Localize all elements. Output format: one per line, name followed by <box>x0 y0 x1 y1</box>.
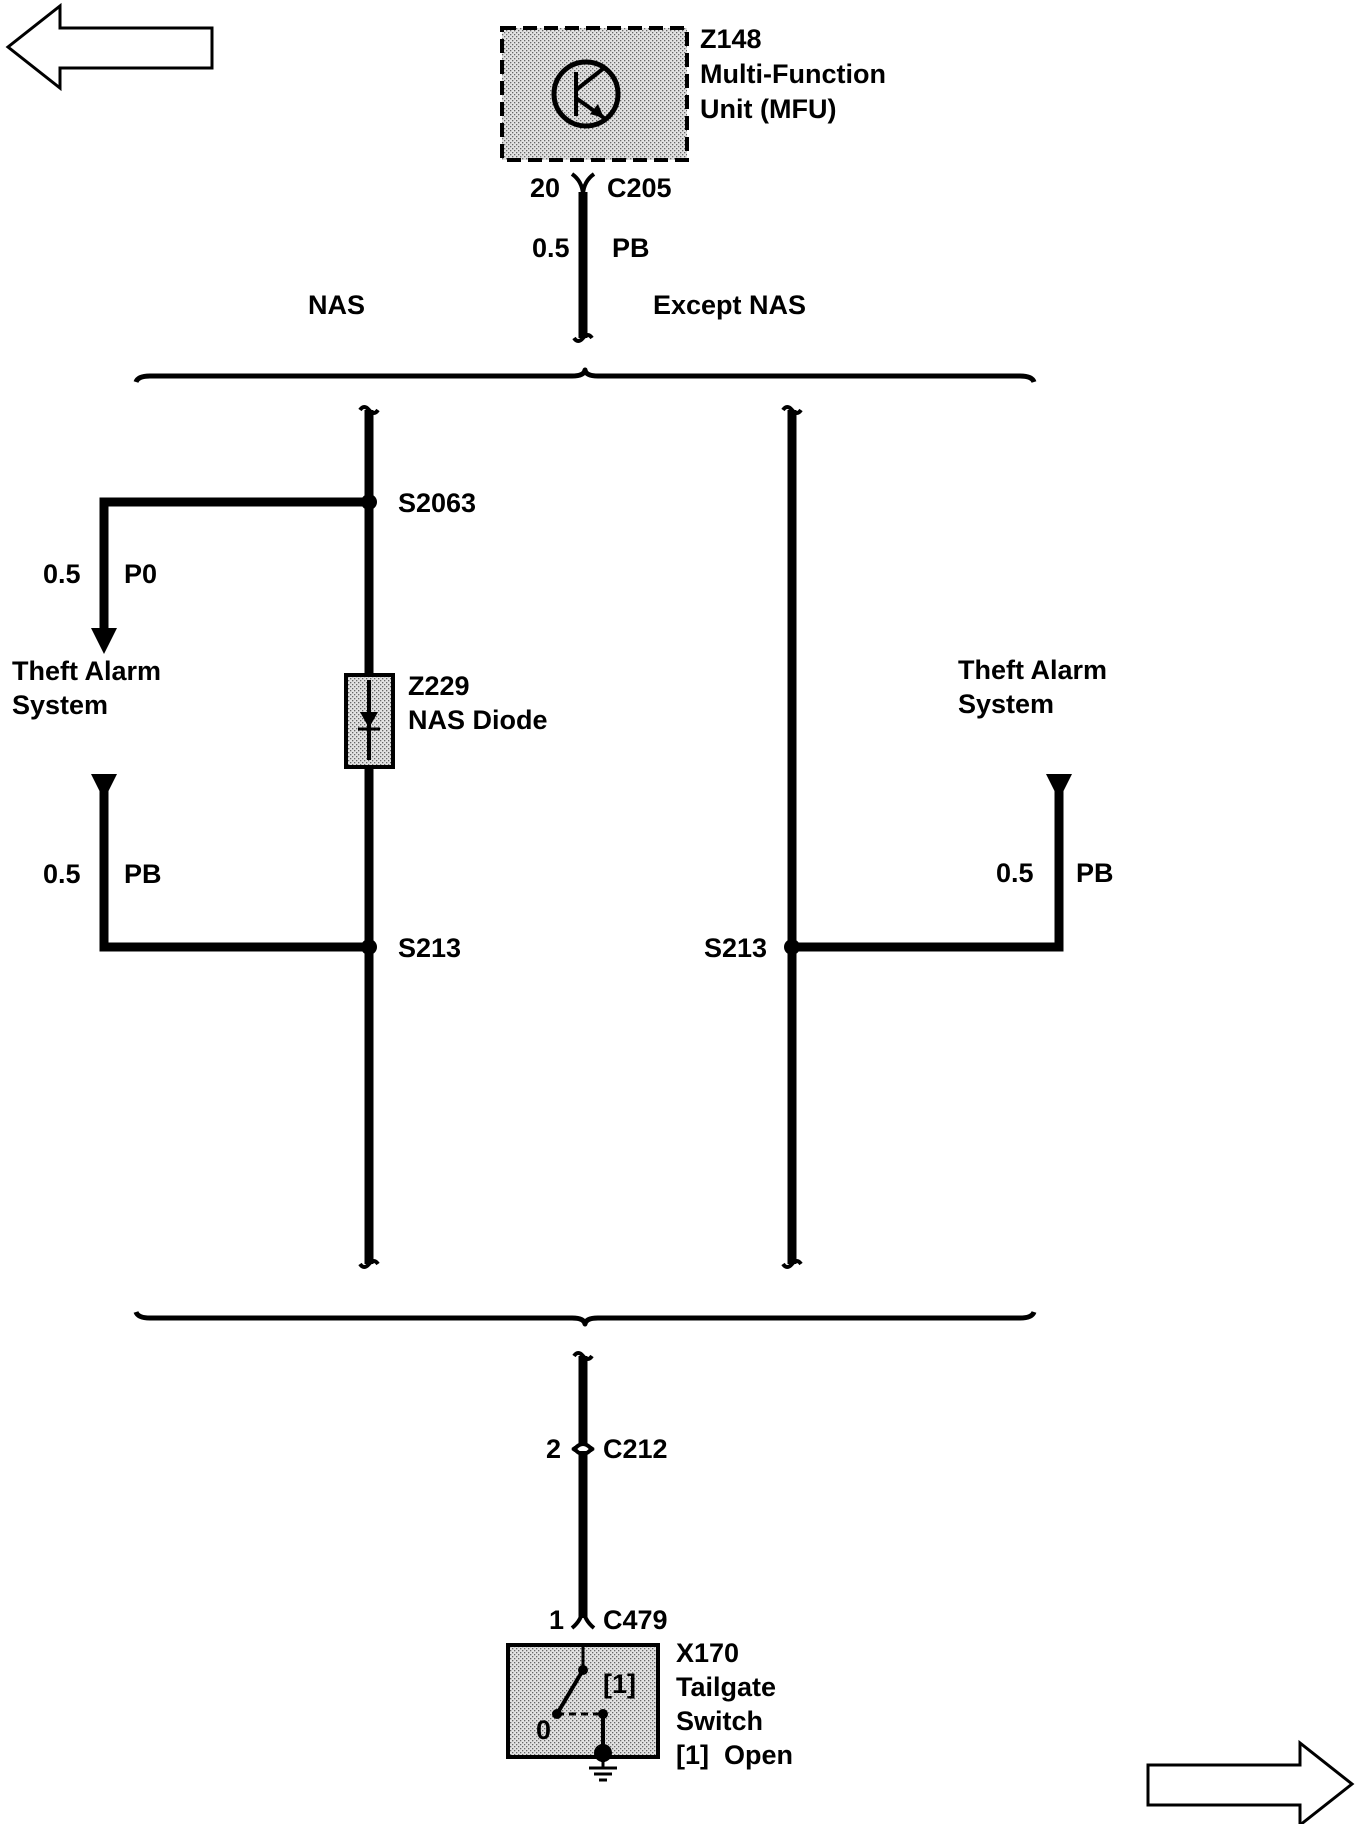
nas-theft-label-line2: System <box>12 690 108 720</box>
mfu-name-line2: Unit (MFU) <box>700 94 836 124</box>
c212-label: C212 <box>603 1434 668 1464</box>
connector-c479: 1 C479 <box>549 1605 668 1635</box>
nas-return-gauge: 0.5 <box>43 859 81 889</box>
transistor-icon <box>551 59 621 129</box>
nas-theft-label-line1: Theft Alarm <box>12 656 161 686</box>
nas-branch-color: P0 <box>124 559 157 589</box>
splice-s213-except-label: S213 <box>704 933 767 963</box>
nas-branch-gauge: 0.5 <box>43 559 81 589</box>
c205-pin: 20 <box>530 173 560 203</box>
main-wire-color: PB <box>612 233 650 263</box>
nas-return-color: PB <box>124 859 162 889</box>
nas-return-wire <box>99 790 369 952</box>
left-arrow-icon <box>5 2 214 92</box>
next-page-arrow[interactable] <box>1146 1739 1355 1824</box>
nas-branch: S2063 0.5 P0 Theft Alarm System Z229 NAS… <box>12 405 548 1269</box>
variant-label-except-nas: Except NAS <box>653 290 806 320</box>
c212-pin: 2 <box>546 1434 561 1464</box>
diode-id: Z229 <box>408 671 470 701</box>
mfu-box <box>500 26 689 162</box>
except-return-gauge: 0.5 <box>996 858 1034 888</box>
option-brace-bottom <box>133 1310 1037 1327</box>
main-wire-gauge: 0.5 <box>532 233 570 263</box>
switch-pos-closed: 0 <box>536 1715 551 1745</box>
switch-state-label: [1] Open <box>676 1740 793 1770</box>
nas-theft-feed-wire <box>99 497 369 630</box>
splice-s213-nas <box>361 939 377 955</box>
except-return-wire <box>792 790 1064 952</box>
switch-name-line1: Tailgate <box>676 1672 776 1702</box>
except-nas-branch: Theft Alarm System 0.5 PB S213 <box>704 405 1114 1269</box>
option-brace-top <box>133 367 1037 384</box>
except-return-color: PB <box>1076 858 1114 888</box>
main-wire-break <box>572 333 594 343</box>
ground-icon <box>589 1744 617 1782</box>
switch-pos-open: [1] <box>603 1669 636 1699</box>
variant-label-nas: NAS <box>308 290 365 320</box>
c479-label: C479 <box>603 1605 668 1635</box>
except-theft-arrow <box>1046 774 1072 800</box>
switch-id: X170 <box>676 1638 739 1668</box>
splice-s213-nas-label: S213 <box>398 933 461 963</box>
nas-return-arrow <box>91 774 117 800</box>
c205-label: C205 <box>607 173 672 203</box>
switch-name-line2: Switch <box>676 1706 763 1736</box>
nas-theft-arrow <box>91 628 117 654</box>
right-arrow-icon <box>1146 1739 1355 1824</box>
previous-page-arrow[interactable] <box>5 2 214 92</box>
splice-s2063-label: S2063 <box>398 488 476 518</box>
mfu-id: Z148 <box>700 24 762 54</box>
connector-c205: 20 C205 <box>530 172 672 203</box>
diode-icon <box>358 712 380 731</box>
splice-s213-except <box>784 939 800 955</box>
mfu-name-line1: Multi-Function <box>700 59 886 89</box>
nas-diode <box>344 673 395 769</box>
except-theft-label-line2: System <box>958 689 1054 719</box>
tailgate-switch: [1] 0 X170 Tailgate Switch [1] Open <box>506 1638 793 1782</box>
c479-pin: 1 <box>549 1605 564 1635</box>
connector-c212: 2 C212 <box>546 1434 668 1464</box>
switch-icon <box>552 1645 608 1762</box>
except-theft-label-line1: Theft Alarm <box>958 655 1107 685</box>
diode-name: NAS Diode <box>408 705 548 735</box>
mfu-component: Z148 Multi-Function Unit (MFU) <box>500 24 886 162</box>
